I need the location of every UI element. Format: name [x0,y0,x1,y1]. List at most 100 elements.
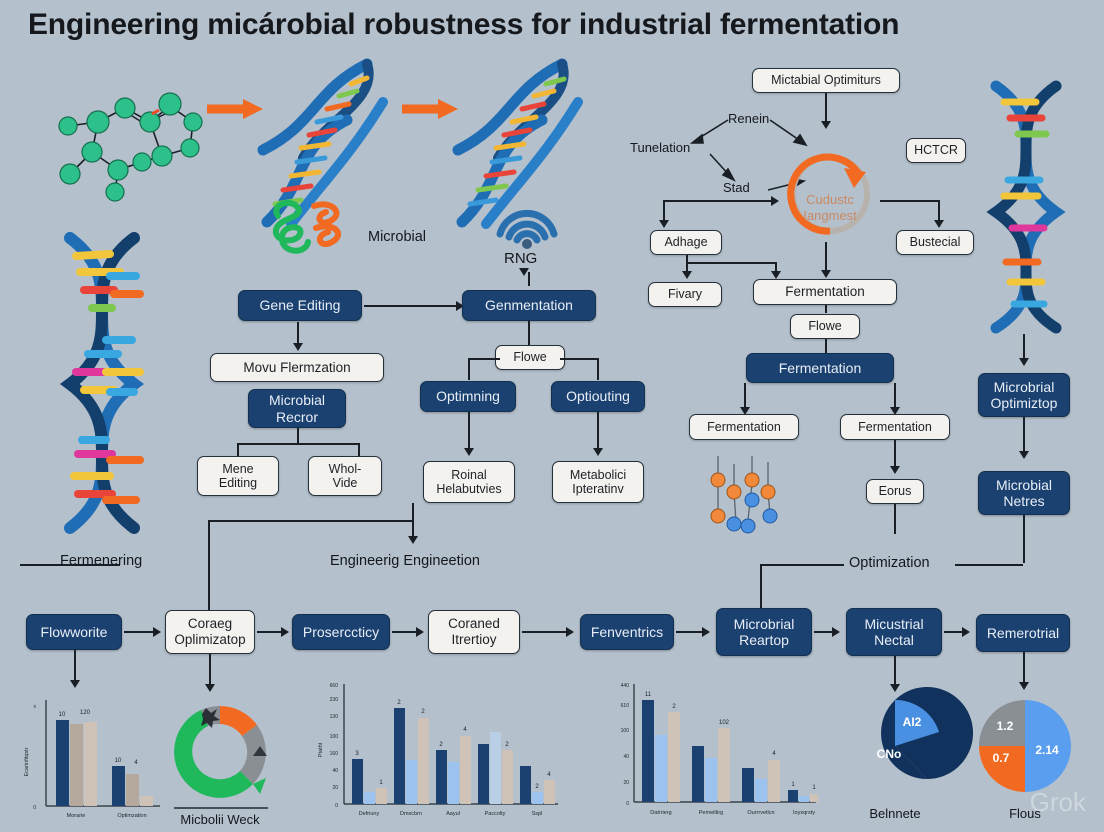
node-bustecial[interactable]: Bustecial [896,230,974,255]
svg-text:100: 100 [330,734,339,740]
node-microbial-optimiturs[interactable]: Mictabial Optimiturs [752,68,900,93]
node-bottom-0[interactable]: Flowworite [26,614,122,650]
arrowhead-right-b6-icon [832,627,840,637]
dna-ladder-right-illustration [986,80,1066,334]
caption-engineering: Engineerig Engineetion [330,553,480,569]
node-movu-flermzation[interactable]: Movu Flermzation [210,353,384,382]
node-microbial-netres[interactable]: Microbial Netres [978,471,1070,515]
svg-text:Ourrrvetlcn: Ourrrvetlcn [747,810,774,816]
chart1-bars [56,720,153,806]
label-tunelation: Tunelation [630,140,691,155]
node-roinal-helabutvies[interactable]: Roinal Helabutvies [423,461,515,503]
svg-text:660: 660 [330,683,339,689]
connector-optimning-down [468,412,470,450]
node-fivary[interactable]: Fivary [648,282,722,307]
svg-text:1: 1 [812,785,816,791]
svg-text:Morarie: Morarie [67,813,86,819]
node-gene-editing[interactable]: Gene Editing [238,290,362,321]
arrowhead-right-b1-icon [153,627,161,637]
arrowhead-down-7-icon [934,220,944,228]
svg-text:Dmxcbrn: Dmxcbrn [400,811,422,817]
arrowhead-right-2-icon [771,196,779,206]
chart1-ytick-1: x [34,704,37,710]
node-microbial-recror[interactable]: Microbial Recror [248,389,346,428]
node-eorus[interactable]: Eorus [866,479,924,504]
pie1-caption: Belnnete [869,806,920,821]
rng-label: RNG [504,250,538,267]
caption-optimization: Optimization [849,555,930,571]
node-bottom-3[interactable]: Coraned Itrertioy [428,610,520,654]
arrowhead-down-1-icon [293,343,303,351]
connector-genmentation-down [528,321,530,347]
connector-recror-split [237,443,359,445]
watermark: Grok [1029,787,1086,817]
donut-caption: Micbolii Weck [180,812,260,827]
svg-text:102: 102 [719,720,730,726]
svg-text:2: 2 [505,742,509,748]
svg-text:Pemeiltirg: Pemeiltirg [699,810,723,816]
connector-b2-b3 [392,631,418,633]
node-optimning[interactable]: Optimning [420,381,516,412]
svg-text:11: 11 [645,692,652,698]
node-fermentation-dark[interactable]: Fermentation [746,353,894,383]
connector-long-left-down [208,520,210,620]
molecule-dots-illustration [710,456,778,534]
rng-down-arrow-icon [519,268,529,276]
node-fermentation-a[interactable]: Fermentation [689,414,799,440]
node-bottom-7[interactable]: Remerotrial [976,614,1070,652]
connector-optiouting-down [597,412,599,450]
svg-text:160: 160 [330,751,339,757]
svg-text:Paccolty: Paccolty [485,811,506,817]
arrowhead-down-13-icon [890,466,900,474]
svg-text:2: 2 [397,700,401,706]
svg-text:10: 10 [59,712,66,718]
node-fermentation-light[interactable]: Fermentation [753,279,897,305]
chart3-value-labels: 3 1 2 2 2 4 2 2 4 [355,700,551,790]
node-optiouting[interactable]: Optiouting [551,381,645,412]
arrowhead-right-b4-icon [566,627,574,637]
node-bottom-4[interactable]: Fenventrics [580,614,674,650]
arrowhead-down-15-icon [1019,451,1029,459]
label-cycle: Cudustc Iangmest [803,192,857,223]
arrowhead-right-b3-icon [416,627,424,637]
svg-text:4: 4 [134,760,138,766]
chart3-category-labels: Defriuny Dmxcbrn Aayul Paccolty Sspl [359,811,543,817]
rng-signal-icon [496,209,558,249]
node-flowe-right[interactable]: Flowe [790,314,860,339]
label-renein: Renein [728,111,770,126]
chart-donut: Micbolii Weck [174,705,268,827]
node-flowe-mid[interactable]: Flowe [495,345,565,370]
svg-text:Sspl: Sspl [532,811,543,817]
node-microbial-optimiztop[interactable]: Microbrial Optimiztop [978,373,1070,417]
connector-b6-chart [894,656,896,686]
caption-fermenering: Fermenering [60,553,143,569]
svg-text:4: 4 [463,727,467,733]
node-adhage[interactable]: Adhage [650,230,722,255]
node-genmentation[interactable]: Genmentation [462,290,596,321]
node-bottom-2[interactable]: Proserccticy [292,614,390,650]
node-bottom-6[interactable]: Micustrial Nectal [846,608,942,656]
rule-right-1 [760,564,844,566]
svg-text:20: 20 [623,780,629,786]
node-hctcr[interactable]: HCTCR [906,138,966,163]
pie1-slice-label-0: CNo [877,747,902,761]
molecule-illustration [58,92,203,202]
chart4-value-labels: 11 2 102 4 1 1 [645,692,816,791]
pie2-slices: 2.14 0.7 1.2 [979,700,1071,792]
node-whol-vide[interactable]: Whol- Vide [308,456,382,496]
node-bottom-5[interactable]: Microbrial Reartop [716,608,812,656]
pie1-slices: AI2 CNo [877,687,974,779]
connector-recror-left [237,443,239,457]
connector-flowe-down [825,339,827,353]
rule-right-2 [955,564,1023,566]
node-mene-editing[interactable]: Mene Editing [197,456,279,496]
svg-text:Optimzation: Optimzation [117,813,146,819]
node-metabolici-ipteratinv[interactable]: Metabolici Ipteratinv [552,461,644,503]
connector-adhage-right-down [775,262,777,273]
connector-eorus-down [894,504,896,534]
node-bottom-1[interactable]: Coraeg Oplimizatop [165,610,255,654]
chart1-value-labels: 10 120 10 4 [59,710,139,766]
node-fermentation-b[interactable]: Fermentation [840,414,950,440]
arrowhead-down-2-icon [464,448,474,456]
